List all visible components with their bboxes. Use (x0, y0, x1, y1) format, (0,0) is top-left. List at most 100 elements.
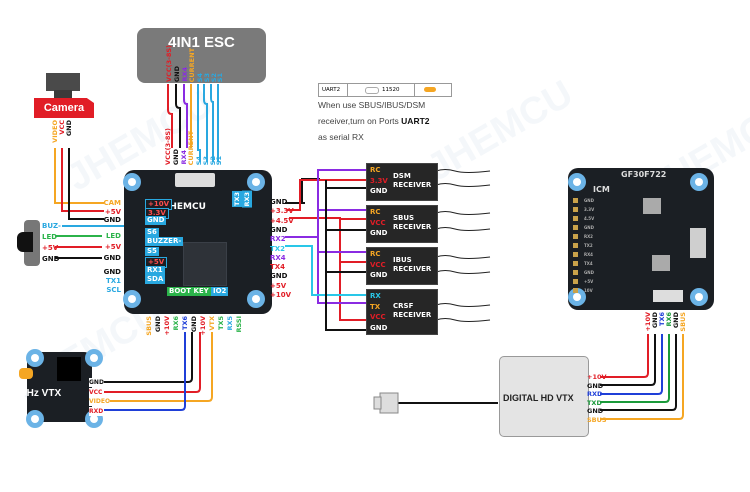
receiver-name: CRSF (393, 302, 414, 310)
hd-vtx-pin-label: GND (587, 381, 604, 390)
fc-right-pin-label: +10V (270, 291, 292, 299)
uart-note-line3: as serial RX (318, 132, 364, 142)
fc2-pad (573, 288, 578, 293)
esc-pin-label-lower: CURRENT (187, 130, 195, 165)
vtx-wire-gnd (104, 332, 193, 383)
receiver-pin: GND (370, 187, 388, 195)
rx-wire-tx2 (285, 245, 366, 296)
esc-pin-label: GND (173, 65, 181, 82)
receiver-name: RECEIVER (393, 223, 432, 231)
fc2-pad (573, 225, 578, 230)
esc-pin-label-lower: S1 (215, 155, 223, 165)
toggle-on-icon[interactable] (424, 87, 436, 92)
fc2-pad-label: GND (584, 198, 594, 203)
fc-right-pin-label: +4.5V (270, 216, 294, 225)
hd-wire-gnd (600, 334, 656, 386)
fc-right-pin-label: GND (270, 272, 288, 281)
fc-pad-tag: S5 (145, 247, 159, 256)
fc-left-pin-label: GND (103, 254, 121, 262)
hd-vtx-pin-label: TXD (587, 398, 602, 407)
vtx-pin-label: RXD (89, 406, 104, 416)
receiver-pin: TX (370, 302, 381, 311)
rx-wire-3v3 (287, 179, 366, 211)
vtx-wire-rxd (104, 332, 186, 411)
fc2-pad-label: +5V (584, 279, 594, 284)
buzzer-pin-label: BUZ- (42, 222, 61, 230)
mount-hole (26, 410, 44, 428)
fc-right-pin-label: TX2 (270, 244, 286, 253)
rx-wire-gnd (285, 178, 320, 204)
uart-settings-table: UART2 11520 (318, 83, 452, 97)
toggle-off-icon[interactable] (365, 87, 379, 94)
fc2-pad (573, 252, 578, 257)
esc-pin-label: S1 (216, 72, 224, 82)
hd-wire-txd (600, 334, 670, 403)
fc2-pad-label: 4.5V (584, 216, 595, 221)
boot-key-button[interactable]: BOOT KEY (167, 287, 211, 296)
rx-wire-4v5 (289, 217, 366, 321)
fc-left-pin-label: CAM (103, 199, 121, 207)
mount-hole (247, 290, 265, 308)
esc-wire-s3 (203, 84, 208, 162)
esc-title: 4IN1 ESC (168, 34, 235, 51)
mount-hole (568, 288, 586, 306)
receiver-name: RECEIVER (393, 181, 432, 189)
fc-left-pin-label: LED (105, 232, 121, 240)
receiver-pin: GND (370, 229, 388, 237)
fc-top-tag: RX3 (242, 191, 252, 208)
fc2-pad (573, 243, 578, 248)
hd-wire-sbus (600, 334, 684, 420)
receiver-pin: GND (370, 323, 388, 332)
buzzer-pin-label: GND (42, 255, 60, 263)
hd-wire-rxd (600, 334, 663, 395)
mount-hole (568, 173, 586, 191)
buzzer-pin-label: +5V (42, 244, 59, 252)
esc-wire-s4 (197, 84, 201, 162)
fc-bottom-pin-label: RX6 (172, 316, 180, 331)
esc-pin-label: VCC(3-8S) (165, 45, 173, 82)
fc2-pad-label: GND (584, 270, 594, 275)
mount-hole (247, 173, 265, 191)
fc-left-pin-label: TX1 (105, 277, 121, 285)
receiver-pin: VCC (370, 260, 386, 269)
uart-port: UART2 (322, 87, 341, 93)
esc-wire-vcc (167, 84, 173, 148)
hd-antenna-connector (379, 392, 399, 414)
hd-wire-10v (600, 334, 649, 378)
receiver-pin: 3.3V (370, 176, 388, 185)
receiver-pin: VCC (370, 313, 386, 321)
uart-baud: 11520 (382, 87, 400, 93)
cam-wire-vcc (61, 148, 104, 212)
receiver-pin: RC (370, 166, 381, 174)
esc-wire-s2 (210, 84, 214, 162)
fc-right-pin-label: TX4 (270, 263, 286, 272)
mount-hole (690, 173, 708, 191)
fc-left-pin-label: SCL (106, 286, 121, 294)
receiver-name: IBUS (393, 256, 412, 264)
fc-bottom-pin-label: SBUS (145, 316, 153, 336)
fc2-connector (653, 290, 683, 302)
inductor (643, 198, 661, 214)
uart-note-line2: receiver,turn on Ports UART2 (318, 116, 430, 126)
fc-right-pin-label: +3.3V (270, 207, 294, 216)
buzzer-body (17, 232, 33, 252)
fc-left-pin-label: GND (103, 268, 121, 276)
fc2-bottom-label: SBUS (679, 312, 687, 332)
esc-wire-gnd (175, 84, 181, 148)
fc-left-pin-label: +5V (104, 208, 121, 216)
fc2-pad (573, 270, 578, 275)
hd-vtx-pin-label: SBUS (587, 415, 607, 424)
mount-hole (123, 290, 141, 308)
esc-connector (175, 173, 215, 187)
fc-bottom-pin-label: RSSI (235, 316, 243, 333)
esc-pin-label-lower: GND (172, 148, 180, 165)
fc-left-pin-label: GND (103, 216, 121, 224)
fc-top-tag: TX3 (232, 191, 242, 207)
mount-hole (123, 173, 141, 191)
receiver-name: DSM (393, 172, 411, 180)
fc2-pad (573, 261, 578, 266)
vtx-pin-label: GND (89, 378, 104, 387)
camera-label: Camera (34, 98, 94, 118)
